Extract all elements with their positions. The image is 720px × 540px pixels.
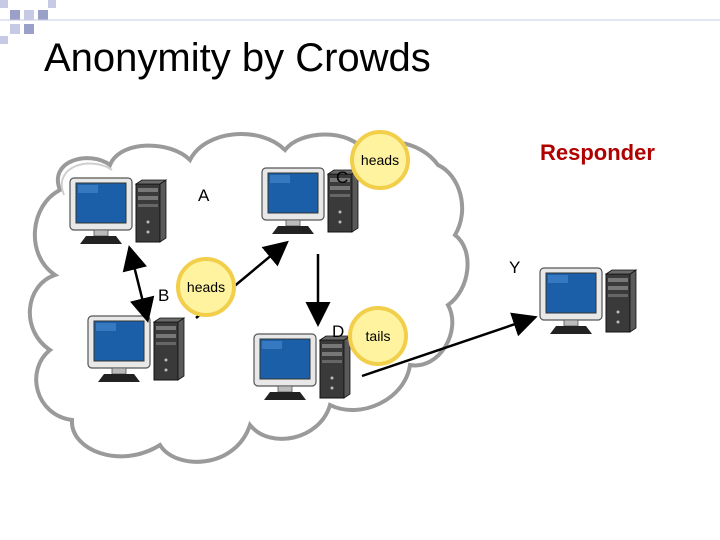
node-label-b: B (158, 286, 170, 305)
responder-label: Responder (540, 140, 655, 165)
node-label-a: A (198, 186, 210, 205)
title-squares-icon (0, 0, 56, 44)
coin-c-label: heads (361, 152, 399, 168)
node-label-d: D (332, 322, 345, 341)
coin-d-label: tails (366, 328, 391, 344)
node-label-c: C (336, 168, 349, 187)
coin-heads-c: heads (350, 130, 410, 190)
coin-heads-b: heads (176, 257, 236, 317)
page-title: Anonymity by Crowds (44, 36, 431, 80)
arrow-d-to-y (361, 312, 538, 378)
arrow-a-to-b (122, 245, 155, 323)
computer-y-icon (539, 267, 637, 335)
coin-tails-d: tails (348, 306, 408, 366)
node-label-y: Y (509, 258, 521, 277)
coin-b-label: heads (187, 279, 225, 295)
